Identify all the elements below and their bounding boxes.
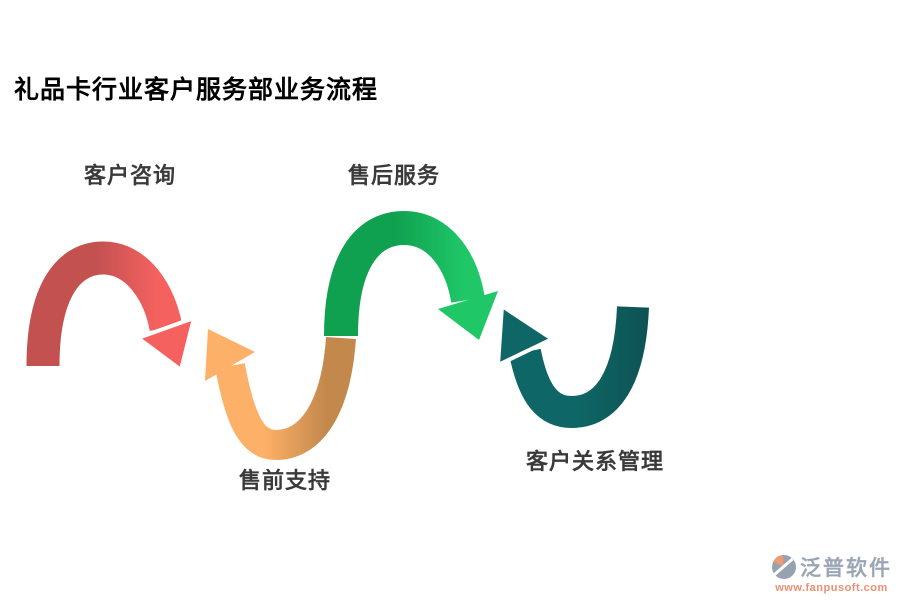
fanpu-logo-icon (772, 555, 796, 579)
brand-name: 泛普软件 (800, 557, 892, 580)
consultation-arc (26, 241, 197, 374)
crm-ribbon (509, 306, 649, 429)
crm-arrow-icon (495, 302, 557, 369)
aftersales-ribbon (324, 210, 485, 337)
consultation-ribbon (26, 241, 183, 367)
presales-arrow-icon (205, 329, 255, 381)
crm-arc (495, 302, 649, 429)
brand-url: www.fanpusoft.com (775, 582, 888, 594)
vendor-watermark: 泛普软件 www.fanpusoft.com (771, 552, 892, 594)
aftersales-arrow-icon (438, 291, 498, 340)
consultation-label: 客户咨询 (84, 163, 177, 188)
aftersales-arc (324, 210, 498, 340)
consultation-arrow-icon (133, 314, 197, 374)
crm-label: 客户关系管理 (526, 449, 665, 474)
aftersales-label: 售后服务 (348, 163, 441, 188)
presales-ribbon (215, 336, 356, 461)
presales-label: 售前支持 (239, 468, 332, 493)
presales-arc (205, 329, 356, 461)
page-title: 礼品卡行业客户服务部业务流程 (14, 76, 379, 104)
